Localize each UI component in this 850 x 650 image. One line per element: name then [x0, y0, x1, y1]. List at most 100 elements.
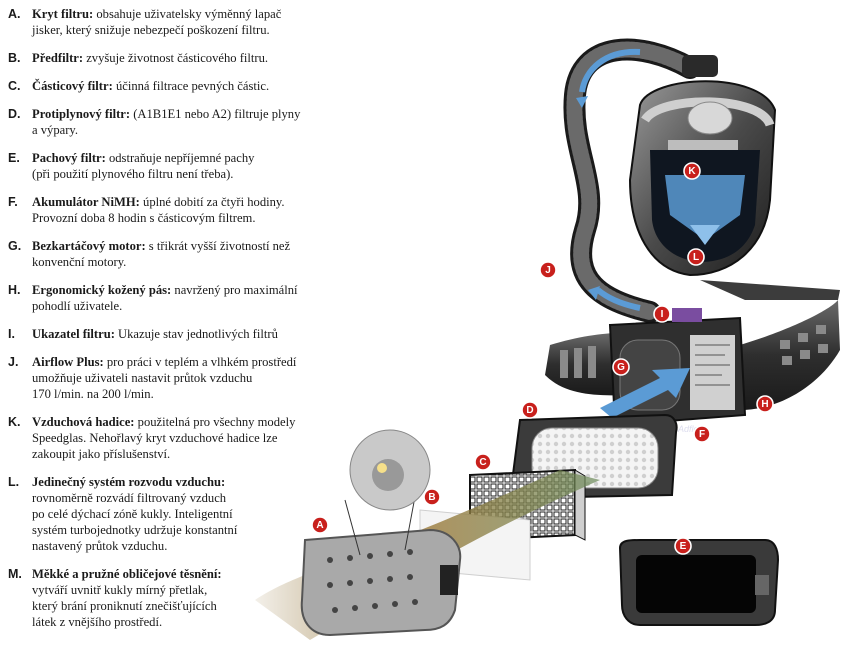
legend-item-c: C. Částicový filtr: účinná filtrace pevný…	[8, 78, 343, 94]
legend-line: který brání proniknutí znečišťujících	[32, 599, 217, 613]
legend-letter: J.	[8, 355, 19, 369]
spark-arrestor-detail	[344, 429, 431, 556]
legend-description: Částicový filtr: účinná filtrace pevných…	[32, 78, 343, 94]
callout-label: E	[680, 541, 687, 552]
callout-j: J	[539, 261, 557, 279]
legend-term: Vzduchová hadice:	[32, 415, 135, 429]
callout-label: B	[428, 492, 435, 503]
callout-circle	[311, 516, 329, 534]
legend-description: Vzduchová hadice: použitelná pro všechny…	[32, 414, 343, 462]
legend-line: nastavený průtok vzduchu.	[32, 539, 168, 553]
callout-d: D	[521, 401, 539, 419]
legend-term: Protiplynový filtr:	[32, 107, 131, 121]
welding-helmet	[628, 80, 777, 277]
legend-line: s třikrát vyšší životností než	[145, 239, 291, 253]
legend-line: účinná filtrace pevných částic.	[112, 79, 270, 93]
callout-label: F	[699, 429, 705, 440]
callout-label: D	[526, 405, 533, 416]
legend-line: Speedglas. Nehořlavý kryt vzduchové hadi…	[32, 431, 278, 445]
legend-item-a: A.Kryt filtru: obsahuje uživatelsky výmě…	[8, 6, 343, 38]
legend-line: (A1B1E1 nebo A2) filtruje plyny	[130, 107, 301, 121]
callout-circle	[687, 248, 705, 266]
legend-line: zvyšuje životnost částicového filtru.	[83, 51, 269, 65]
legend-item-g: G. Bezkartáčový motor: s třikrát vyšší ži…	[8, 238, 343, 270]
legend-letter: C.	[8, 79, 21, 93]
component-legend: A.Kryt filtru: obsahuje uživatelsky výmě…	[0, 0, 350, 650]
legend-term: Ukazatel filtru:	[32, 327, 115, 341]
legend-item-h: H.Ergonomický kožený pás: navržený pro m…	[8, 282, 343, 314]
legend-term: Airflow Plus:	[32, 355, 104, 369]
legend-line: obsahuje uživatelsky výměnný lapač	[93, 7, 282, 21]
legend-description: Pachový filtr: odstraňuje nepříjemné pac…	[32, 150, 343, 182]
legend-description: Kryt filtru: obsahuje uživatelsky výměnn…	[32, 6, 343, 38]
legend-line: umožňuje uživateli nastavit průtok vzduc…	[32, 371, 253, 385]
legend-line: 170 l/min. na 200 l/min.	[32, 387, 154, 401]
callout-circle	[653, 305, 671, 323]
legend-item-j: J. Airflow Plus: pro práci v teplém a vlh…	[8, 354, 343, 402]
legend-line: vytváří uvnitř kukly mírný přetlak,	[32, 583, 208, 597]
legend-item-m: M. Měkké a pružné obličejové těsnění: vytv…	[8, 566, 343, 630]
callout-a: A	[311, 516, 329, 534]
legend-item-l: L.Jedinečný systém rozvodu vzduchu:rovno…	[8, 474, 343, 554]
filter-cover	[300, 528, 462, 637]
legend-term: Kryt filtru:	[32, 7, 94, 21]
legend-line: odstraňuje nepříjemné pachy	[105, 151, 255, 165]
unit-brand-label: Adflo	[677, 424, 699, 434]
legend-line: navržený pro maximální	[171, 283, 298, 297]
legend-description: Jedinečný systém rozvodu vzduchu:rovnomě…	[32, 474, 343, 554]
legend-item-b: B.Předfiltr: zvyšuje životnost částicové…	[8, 50, 343, 66]
legend-letter: I.	[8, 327, 15, 341]
callout-i: I	[653, 305, 671, 323]
legend-item-k: K.Vzduchová hadice: použitelná pro všech…	[8, 414, 343, 462]
callout-circle	[683, 162, 701, 180]
legend-item-d: D.Protiplynový filtr: (A1B1E1 nebo A2) f…	[8, 106, 343, 138]
callout-k: K	[683, 162, 701, 180]
odour-filter	[618, 539, 780, 626]
legend-line: použitelná pro všechny modely	[134, 415, 296, 429]
legend-term: Akumulátor NiMH:	[32, 195, 140, 209]
legend-line: a výpary.	[32, 123, 79, 137]
callout-label: J	[545, 265, 551, 276]
legend-description: Měkké a pružné obličejové těsnění: vytvář…	[32, 566, 343, 630]
callout-circle	[674, 537, 692, 555]
legend-description: Ergonomický kožený pás: navržený pro max…	[32, 282, 343, 314]
legend-description: Ukazatel filtru: Ukazuje stav jednotlivý…	[32, 326, 343, 342]
legend-line: (při použití plynového filtru není třeba…	[32, 167, 234, 181]
legend-term: Předfiltr:	[32, 51, 84, 65]
legend-letter: M.	[8, 567, 22, 581]
callout-circle	[612, 358, 630, 376]
legend-line: pohodlí uživatele.	[32, 299, 123, 313]
air-hose	[563, 38, 718, 323]
callout-circle	[693, 425, 711, 443]
legend-letter: G.	[8, 239, 22, 253]
callout-label: A	[316, 520, 323, 531]
legend-line: jisker, který snižuje nebezpečí poškozen…	[32, 23, 270, 37]
callout-circle	[521, 401, 539, 419]
legend-line: úplné dobití za čtyři hodiny.	[139, 195, 285, 209]
legend-description: Airflow Plus: pro práci v teplém a vlhké…	[32, 354, 343, 402]
legend-item-f: F. Akumulátor NiMH: úplné dobití za čtyři…	[8, 194, 343, 226]
turbo-unit	[600, 308, 747, 427]
callout-e: E	[674, 537, 692, 555]
callout-f: F	[693, 425, 711, 443]
callout-h: H	[756, 395, 774, 413]
legend-line: látek z vnějšího prostředí.	[32, 615, 163, 629]
callout-circle	[539, 261, 557, 279]
legend-letter: F.	[8, 195, 18, 209]
legend-line: Provozní doba 8 hodin s částicovým filtr…	[32, 211, 256, 225]
callout-b: B	[423, 488, 441, 506]
legend-line: systém turbojednotky udržuje konstantní	[32, 523, 238, 537]
legend-term: Bezkartáčový motor:	[32, 239, 146, 253]
legend-item-i: I. Ukazatel filtru: Ukazuje stav jednotli…	[8, 326, 343, 342]
callout-g: G	[612, 358, 630, 376]
callout-label: H	[761, 399, 768, 410]
callout-circle	[756, 395, 774, 413]
callout-circle	[474, 453, 492, 471]
legend-line: konvenční motory.	[32, 255, 127, 269]
legend-description: Předfiltr: zvyšuje životnost částicového…	[32, 50, 343, 66]
legend-term: Pachový filtr:	[32, 151, 106, 165]
legend-term: Měkké a pružné obličejové těsnění:	[32, 567, 222, 581]
legend-letter: E.	[8, 151, 20, 165]
legend-term: Ergonomický kožený pás:	[32, 283, 172, 297]
